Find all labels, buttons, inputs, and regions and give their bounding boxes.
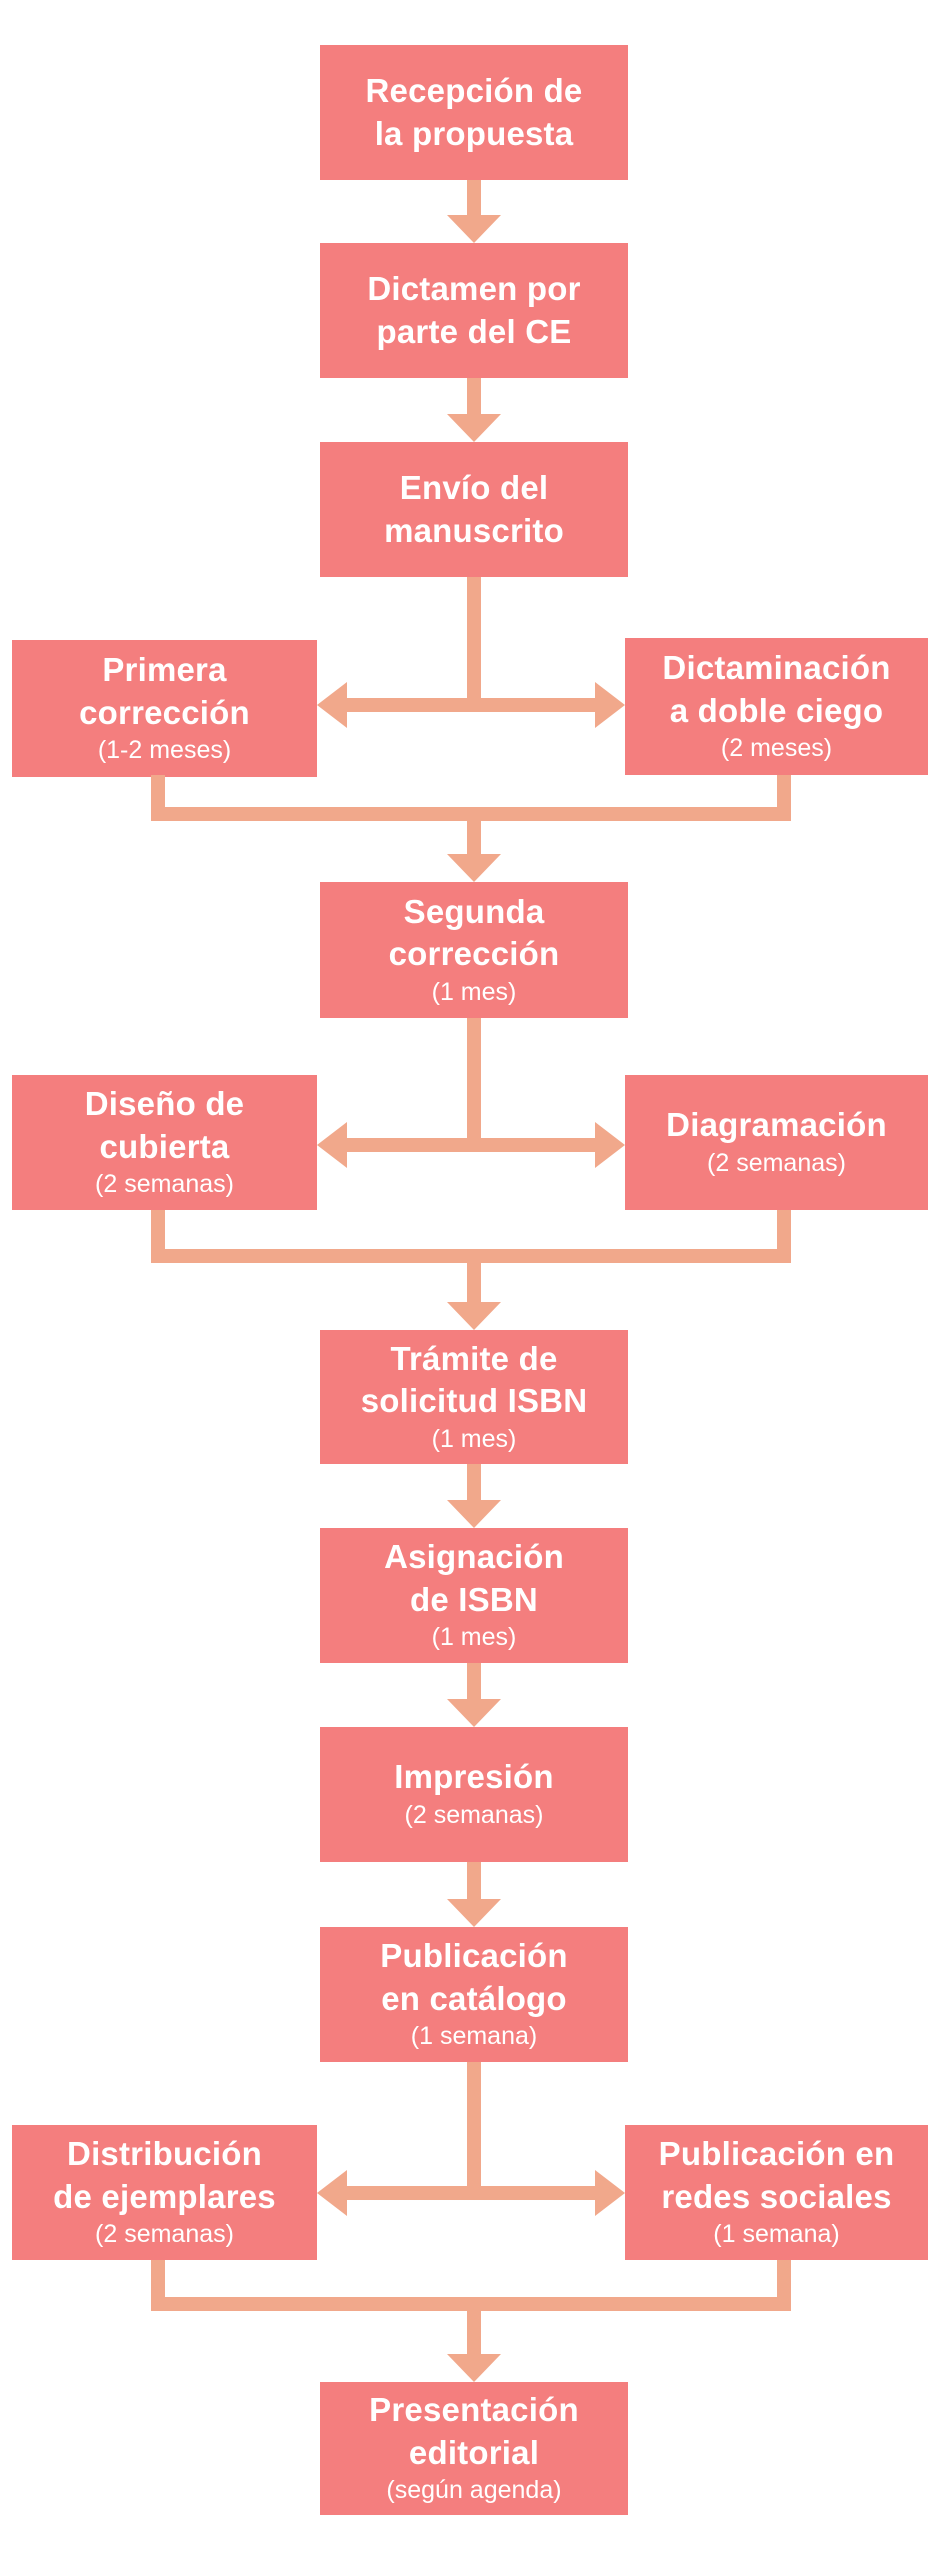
node-title: Publicación en redes sociales xyxy=(658,2135,895,2215)
node-distribucion-ejemplares: Distribución de ejemplares (2 semanas) xyxy=(12,2125,317,2260)
node-title: Publicación en catálogo xyxy=(380,1937,568,2017)
node-title: Dictamen por parte del CE xyxy=(367,269,581,350)
arrow-to-distribucion-head xyxy=(317,2170,347,2216)
node-duration: (2 meses) xyxy=(720,734,833,763)
node-title: Presentación editorial xyxy=(369,2391,579,2471)
node-title: Distribución de ejemplares xyxy=(53,2135,276,2215)
node-dictaminacion-doble-ciego: Dictaminación a doble ciego (2 meses) xyxy=(625,638,928,775)
split-envio-stem xyxy=(467,577,481,712)
node-duration: (1 mes) xyxy=(431,1424,517,1453)
arrow-to-presentacion-head xyxy=(447,2354,501,2382)
node-duration: (2 semanas) xyxy=(95,2220,234,2249)
arrow-recepcion-to-dictamen-head xyxy=(447,215,501,243)
node-segunda-correccion: Segunda corrección (1 mes) xyxy=(320,882,628,1018)
split-catalogo-bar xyxy=(347,2186,597,2200)
node-publicacion-catalogo: Publicación en catálogo (1 semana) xyxy=(320,1927,628,2062)
arrow-to-redes-head xyxy=(595,2170,625,2216)
node-envio-manuscrito: Envío del manuscrito xyxy=(320,442,628,577)
node-title: Segunda corrección xyxy=(388,892,560,973)
node-duration: (1 semana) xyxy=(410,2022,538,2051)
node-publicacion-redes: Publicación en redes sociales (1 semana) xyxy=(625,2125,928,2260)
arrow-impresion-to-catalogo-stem xyxy=(467,1862,481,1900)
node-title: Trámite de solicitud ISBN xyxy=(360,1339,588,1420)
node-title: Recepción de la propuesta xyxy=(365,71,583,152)
node-duration: (1-2 meses) xyxy=(97,736,232,765)
node-asignacion-isbn: Asignación de ISBN (1 mes) xyxy=(320,1528,628,1663)
arrow-tramite-to-asignacion-stem xyxy=(467,1464,481,1501)
node-title: Diagramación xyxy=(666,1106,887,1144)
arrow-dictamen-to-envio-stem xyxy=(467,378,481,416)
arrow-tramite-to-asignacion-head xyxy=(447,1500,501,1528)
node-title: Envío del manuscrito xyxy=(384,468,564,549)
split-segunda-stem xyxy=(467,1018,481,1152)
arrow-asignacion-to-impresion-stem xyxy=(467,1663,481,1700)
arrow-recepcion-to-dictamen-stem xyxy=(467,180,481,218)
merge-to-segunda-stem xyxy=(467,807,481,855)
node-impresion: Impresión (2 semanas) xyxy=(320,1727,628,1862)
node-title: Dictaminación a doble ciego xyxy=(662,649,891,729)
arrow-to-diseno-head xyxy=(317,1122,347,1168)
node-duration: (1 mes) xyxy=(431,977,517,1006)
node-title: Asignación de ISBN xyxy=(384,1538,564,1618)
node-tramite-solicitud-isbn: Trámite de solicitud ISBN (1 mes) xyxy=(320,1330,628,1464)
arrow-to-dictaminacion-head xyxy=(595,682,625,728)
split-envio-bar xyxy=(347,698,597,712)
arrow-dictamen-to-envio-head xyxy=(447,414,501,442)
merge-to-presentacion-stem xyxy=(467,2297,481,2354)
node-title: Primera corrección xyxy=(79,651,250,731)
node-duration: (según agenda) xyxy=(386,2476,562,2505)
arrow-to-primera-correccion-head xyxy=(317,682,347,728)
arrow-to-segunda-head xyxy=(447,854,501,882)
node-title: Impresión xyxy=(394,1758,554,1796)
node-title: Diseño de cubierta xyxy=(84,1085,245,1165)
node-duration: (1 semana) xyxy=(713,2220,840,2249)
arrow-asignacion-to-impresion-head xyxy=(447,1699,501,1727)
node-primera-correccion: Primera corrección (1-2 meses) xyxy=(12,640,317,777)
node-diseno-cubierta: Diseño de cubierta (2 semanas) xyxy=(12,1075,317,1210)
node-duration: (2 semanas) xyxy=(95,1170,234,1199)
node-diagramacion: Diagramación (2 semanas) xyxy=(625,1075,928,1210)
node-recepcion-propuesta: Recepción de la propuesta xyxy=(320,45,628,180)
node-duration: (2 semanas) xyxy=(707,1148,846,1177)
split-catalogo-stem xyxy=(467,2062,481,2200)
merge-to-tramite-stem xyxy=(467,1249,481,1302)
node-dictamen-ce: Dictamen por parte del CE xyxy=(320,243,628,378)
arrow-to-diagramacion-head xyxy=(595,1122,625,1168)
arrow-impresion-to-catalogo-head xyxy=(447,1899,501,1927)
node-duration: (1 mes) xyxy=(431,1623,517,1652)
node-duration: (2 semanas) xyxy=(404,1800,544,1829)
node-presentacion-editorial: Presentación editorial (según agenda) xyxy=(320,2382,628,2515)
split-segunda-bar xyxy=(347,1138,597,1152)
arrow-to-tramite-head xyxy=(447,1302,501,1330)
